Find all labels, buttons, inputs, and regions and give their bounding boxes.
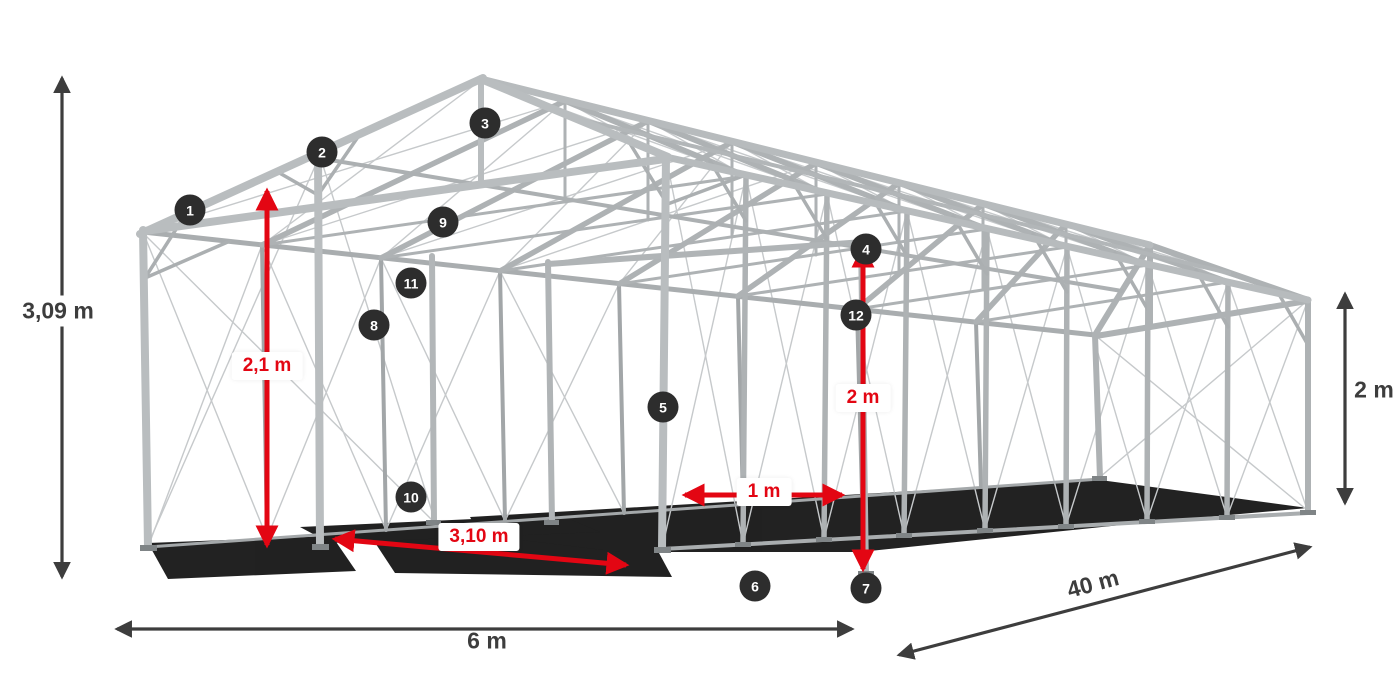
dim-inner-height-label: 2 m bbox=[835, 384, 891, 412]
dim-width-label: 6 m bbox=[467, 627, 507, 654]
part-badge-8: 8 bbox=[358, 309, 390, 341]
part-badge-3: 3 bbox=[469, 107, 501, 139]
part-badge-11: 11 bbox=[395, 267, 427, 299]
part-badge-2: 2 bbox=[306, 136, 338, 168]
dim-entrance-height-label: 2,1 m bbox=[231, 352, 303, 380]
dim-total-height-label: 3,09 m bbox=[14, 295, 102, 327]
part-badge-7: 7 bbox=[850, 572, 882, 604]
part-badge-1: 1 bbox=[174, 194, 206, 226]
part-badge-5: 5 bbox=[647, 391, 679, 423]
dim-inner-width-label: 1 m bbox=[736, 478, 792, 506]
part-badge-6: 6 bbox=[739, 570, 771, 602]
dim-side-height-label: 2 m bbox=[1354, 376, 1394, 403]
part-badge-9: 9 bbox=[427, 206, 459, 238]
part-badge-12: 12 bbox=[840, 299, 872, 331]
part-badge-4: 4 bbox=[850, 233, 882, 265]
dim-entrance-width-label: 3,10 m bbox=[438, 523, 520, 551]
part-badge-10: 10 bbox=[395, 481, 427, 513]
